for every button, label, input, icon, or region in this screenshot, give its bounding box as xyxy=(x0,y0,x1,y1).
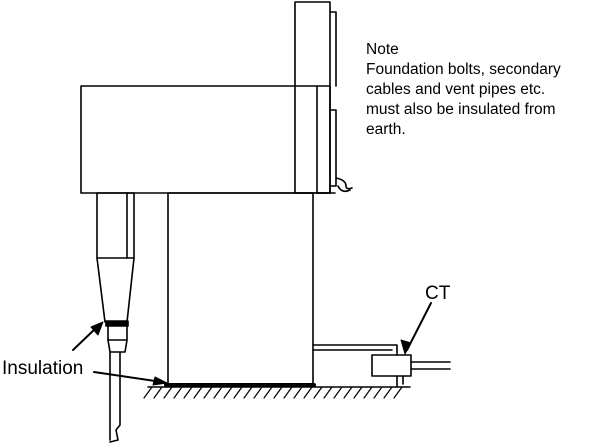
ring-arrowhead xyxy=(90,321,104,336)
hatch-mark xyxy=(393,386,403,399)
cabinet-hook-loop xyxy=(337,185,351,193)
cabinet-outer xyxy=(294,1,331,194)
ground xyxy=(143,386,411,399)
hatch-mark xyxy=(233,386,243,399)
bushing-lower-cone xyxy=(107,339,128,353)
insulation-arrowhead xyxy=(152,376,168,386)
hatch-mark xyxy=(273,386,283,399)
hatch-mark xyxy=(243,386,253,399)
bushing-assembly xyxy=(96,192,135,443)
transformer-cover xyxy=(80,85,336,194)
hatch-mark xyxy=(323,386,333,399)
hatch-mark xyxy=(223,386,233,399)
note-line-1: Foundation bolts, secondary xyxy=(366,61,561,78)
hatch-mark xyxy=(173,386,183,399)
hatch-mark xyxy=(213,386,223,399)
hatch-mark xyxy=(193,386,203,399)
insulation-label: Insulation xyxy=(2,358,84,379)
ct-leader-line xyxy=(406,302,432,351)
note-line-2: cables and vent pipes etc. xyxy=(366,81,546,98)
tank-body xyxy=(167,192,314,385)
hatch-mark xyxy=(313,386,323,399)
insulation-leader-line xyxy=(93,371,163,383)
callouts xyxy=(72,302,432,386)
hatch-mark xyxy=(153,386,163,399)
ground-hatching xyxy=(143,386,403,399)
cover-box xyxy=(80,85,331,194)
cabinet-lower-flange xyxy=(329,109,337,187)
hatch-mark xyxy=(293,386,303,399)
hatch-mark xyxy=(283,386,293,399)
bushing-lower-neck xyxy=(107,325,128,341)
ct-support xyxy=(396,375,404,387)
cable-duct xyxy=(312,344,398,356)
hatch-mark xyxy=(163,386,173,399)
bushing-upper xyxy=(96,192,135,259)
hatch-mark xyxy=(253,386,263,399)
hatch-mark xyxy=(343,386,353,399)
hatch-mark xyxy=(203,386,213,399)
hatch-mark xyxy=(303,386,313,399)
ring-leader-line xyxy=(72,327,97,351)
ct-label: CT xyxy=(425,283,451,304)
ct-body xyxy=(371,354,412,377)
hatch-mark xyxy=(353,386,363,399)
hatch-mark xyxy=(143,386,153,399)
note-block: Note Foundation bolts, secondary cables … xyxy=(366,40,561,140)
hatch-mark xyxy=(183,386,193,399)
hatch-mark xyxy=(363,386,373,399)
bushing-taper xyxy=(96,257,135,323)
conservator-cabinet xyxy=(294,1,353,194)
cable-run xyxy=(312,344,451,387)
bushing-insulation-ring xyxy=(105,320,129,327)
transformer-tank xyxy=(164,192,316,387)
cabinet-upper-flange xyxy=(329,11,337,87)
note-line-3: must also be insulated from xyxy=(366,101,556,118)
note-line-4: earth. xyxy=(366,121,406,138)
ct-arrowhead xyxy=(400,339,412,355)
hatch-mark xyxy=(373,386,383,399)
hatch-mark xyxy=(383,386,393,399)
cabinet-hook xyxy=(335,177,353,190)
hatch-mark xyxy=(333,386,343,399)
cable-stem xyxy=(109,351,121,443)
note-heading: Note xyxy=(366,41,399,58)
hatch-mark xyxy=(263,386,273,399)
